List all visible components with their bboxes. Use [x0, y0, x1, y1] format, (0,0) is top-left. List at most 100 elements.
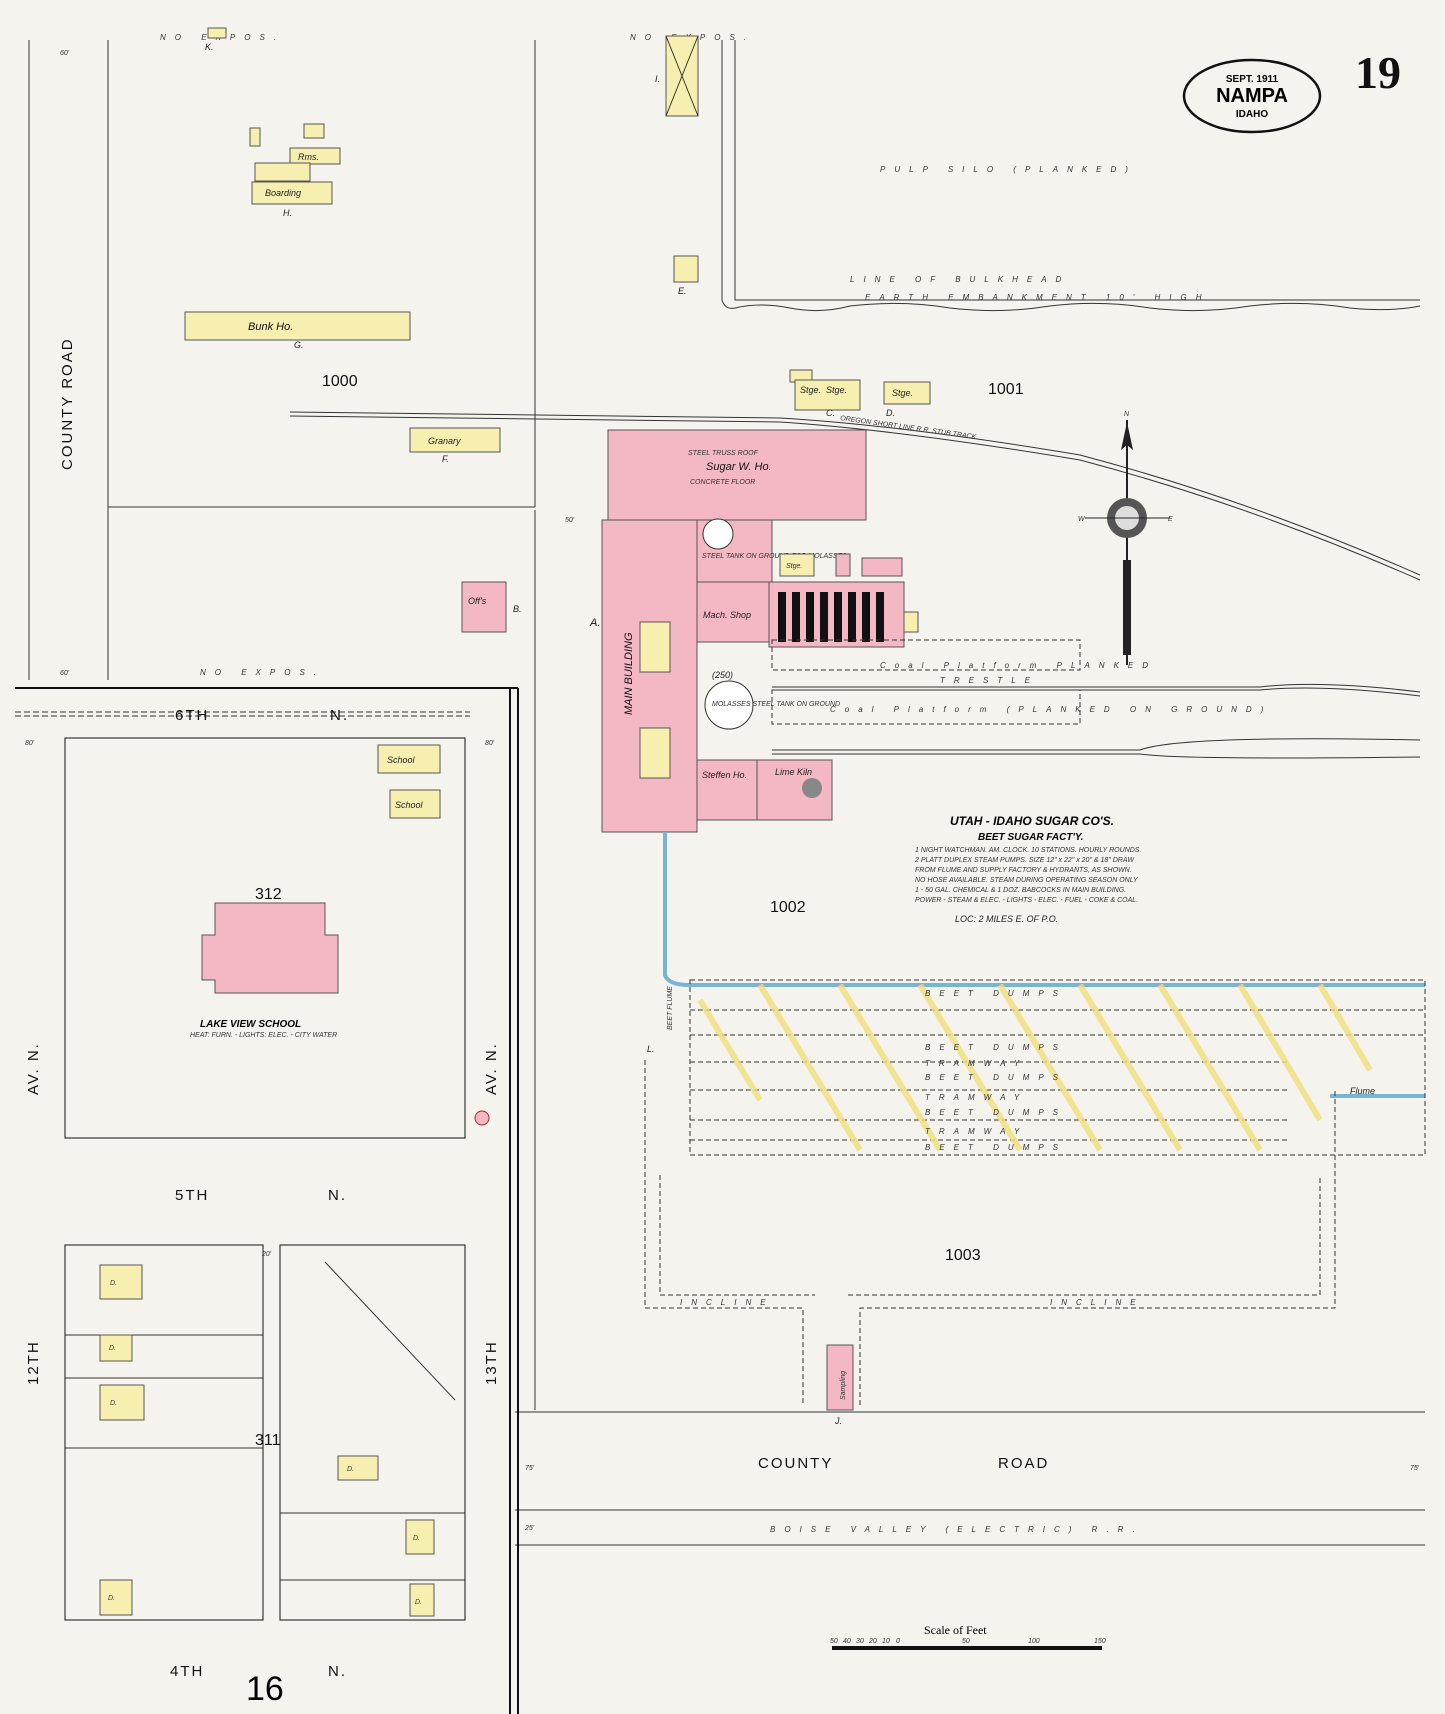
dim-20: 20': [261, 1251, 272, 1258]
main-building: [601, 519, 698, 833]
letter-d: D.: [886, 408, 895, 418]
dim-25: 25': [524, 1525, 535, 1532]
dim-50: 50': [565, 517, 575, 524]
rms-label: Rms.: [298, 152, 319, 162]
svg-text:W: W: [1078, 516, 1086, 523]
factory-note-3: FROM FLUME AND SUPPLY FACTORY & HYDRANTS…: [915, 867, 1132, 874]
sampling-label: Sampling: [840, 1371, 847, 1400]
dwelling-2-label: D.: [109, 1345, 116, 1352]
elec-house: [903, 611, 919, 633]
letter-g: G.: [294, 340, 304, 350]
sugar-bin: [639, 621, 671, 673]
coal-track-4: [772, 753, 1421, 759]
letter-b: B.: [513, 604, 522, 614]
block-1000: 1000: [322, 373, 358, 390]
building-e: [673, 255, 699, 283]
scale-tick-50a: 50: [830, 1638, 838, 1645]
thirteenth-av: 13TH: [483, 1340, 500, 1385]
scale-tick-0: 0: [896, 1638, 900, 1645]
sampling-house: [826, 1344, 854, 1411]
dwelling-3: [99, 1384, 145, 1421]
steffen-house: [696, 759, 758, 821]
pulp-silo-boundary: [734, 40, 1420, 301]
lime-kiln-label: Lime Kiln: [775, 767, 812, 777]
incline-outer: [644, 1060, 1336, 1405]
block-311: 311: [255, 1432, 281, 1449]
sugar-wh-roof: STEEL TRUSS ROOF: [688, 450, 759, 457]
pulp-silo-label: PULP SILO (PLANKED): [880, 165, 1137, 174]
fifth-street-label: 5TH: [175, 1187, 209, 1204]
date-stamp-oval: [1182, 58, 1322, 134]
dwelling-5: [337, 1455, 379, 1481]
scale-tick-40: 40: [843, 1638, 851, 1645]
block-1001: 1001: [988, 381, 1024, 398]
granary: [409, 427, 501, 453]
county-road-bottom-2: ROAD: [998, 1455, 1049, 1472]
bunk-house: [184, 311, 411, 341]
molasses-tank-capacity: (250): [712, 670, 733, 680]
dwelling-4-label: D.: [108, 1595, 115, 1602]
factory-title: UTAH - IDAHO SUGAR CO'S.: [950, 814, 1114, 828]
tramway-label-3: TRAMWAY: [925, 1127, 1028, 1136]
fourth-street-label: 4TH: [170, 1663, 204, 1680]
scale-title: Scale of Feet: [924, 1623, 987, 1637]
stamp-state: IDAHO: [1236, 109, 1268, 120]
dwelling-1: [99, 1264, 143, 1300]
line-of-bulkhead-label: LINE OF BULKHEAD: [850, 275, 1070, 284]
block-1002: 1002: [770, 899, 806, 916]
lake-view-school-building: [201, 902, 339, 994]
steel-tank-label: STEEL TANK ON GROUND FOR MOLASSES: [702, 553, 847, 560]
school-2: [389, 789, 441, 819]
block-311-west: [64, 1244, 264, 1621]
block-1003: 1003: [945, 1247, 981, 1264]
diagonal-line: [324, 1261, 456, 1401]
storage-c: [794, 379, 861, 411]
block-312-outline: [64, 737, 466, 1139]
factory-subtitle: BEET SUGAR FACT'Y.: [978, 832, 1083, 843]
factory-location: LOC: 2 MILES E. OF P.O.: [955, 914, 1058, 924]
rooms-building: [289, 147, 341, 165]
dwelling-7-label: D.: [415, 1599, 422, 1606]
pump-room: [861, 557, 903, 577]
beet-flume: [663, 832, 1425, 987]
av-n-right: AV. N.: [483, 1042, 500, 1095]
scale-tick-50b: 50: [962, 1638, 970, 1645]
stamp-city: NAMPA: [1216, 85, 1288, 107]
factory-note-6: POWER - STEAM & ELEC. - LIGHTS - ELEC. -…: [915, 897, 1138, 904]
block-16: 16: [246, 1670, 284, 1708]
coal-track-1: [772, 683, 1421, 693]
steel-tank-molasses: [702, 518, 734, 550]
dim-80-right: 80': [485, 740, 495, 747]
county-road-left-label: COUNTY ROAD: [59, 337, 76, 470]
storage-c2-label: Stge.: [826, 385, 847, 395]
letter-l: L.: [647, 1044, 655, 1054]
beet-dumps-area: [689, 979, 1426, 1156]
offs-label: Off's: [468, 596, 487, 606]
steffen-ho-label: Steffen Ho.: [702, 770, 747, 780]
sugar-warehouse: [607, 429, 867, 521]
dwelling-5-label: D.: [347, 1466, 354, 1473]
av-n-left: AV. N.: [25, 1042, 42, 1095]
sugar-wh-floor: CONCRETE FLOOR: [690, 479, 755, 486]
boiler-stacks: [778, 592, 884, 642]
letter-h: H.: [283, 208, 292, 218]
county-road-bottom-1: COUNTY: [758, 1455, 833, 1472]
dwelling-6: [405, 1519, 435, 1555]
sheet-number: 19: [1355, 47, 1401, 98]
beet-dumps-label-4: BEET DUMPS: [925, 1108, 1067, 1117]
beet-dumps-label-1: BEET DUMPS: [925, 989, 1067, 998]
storage-boiler-label: Stge.: [786, 563, 802, 570]
molasses-tank-note: MOLASSES STEEL TANK ON GROUND: [712, 701, 840, 708]
boarding-house: [251, 181, 333, 205]
letter-e: E.: [678, 286, 687, 296]
fifth-street-n: N.: [328, 1187, 347, 1204]
small-shed: [303, 123, 325, 139]
granary-label: Granary: [428, 436, 461, 446]
dwelling-4: [99, 1579, 133, 1616]
dim-60-mid: 60': [60, 670, 70, 677]
factory-note-2: 2 PLATT DUPLEX STEAM PUMPS. SIZE 12" x 2…: [914, 857, 1135, 864]
factory-note-4: NO HOSE AVAILABLE. STEAM DURING OPERATIN…: [915, 877, 1139, 884]
stack-base: [835, 553, 851, 577]
storage-d-label: Stge.: [892, 388, 913, 398]
